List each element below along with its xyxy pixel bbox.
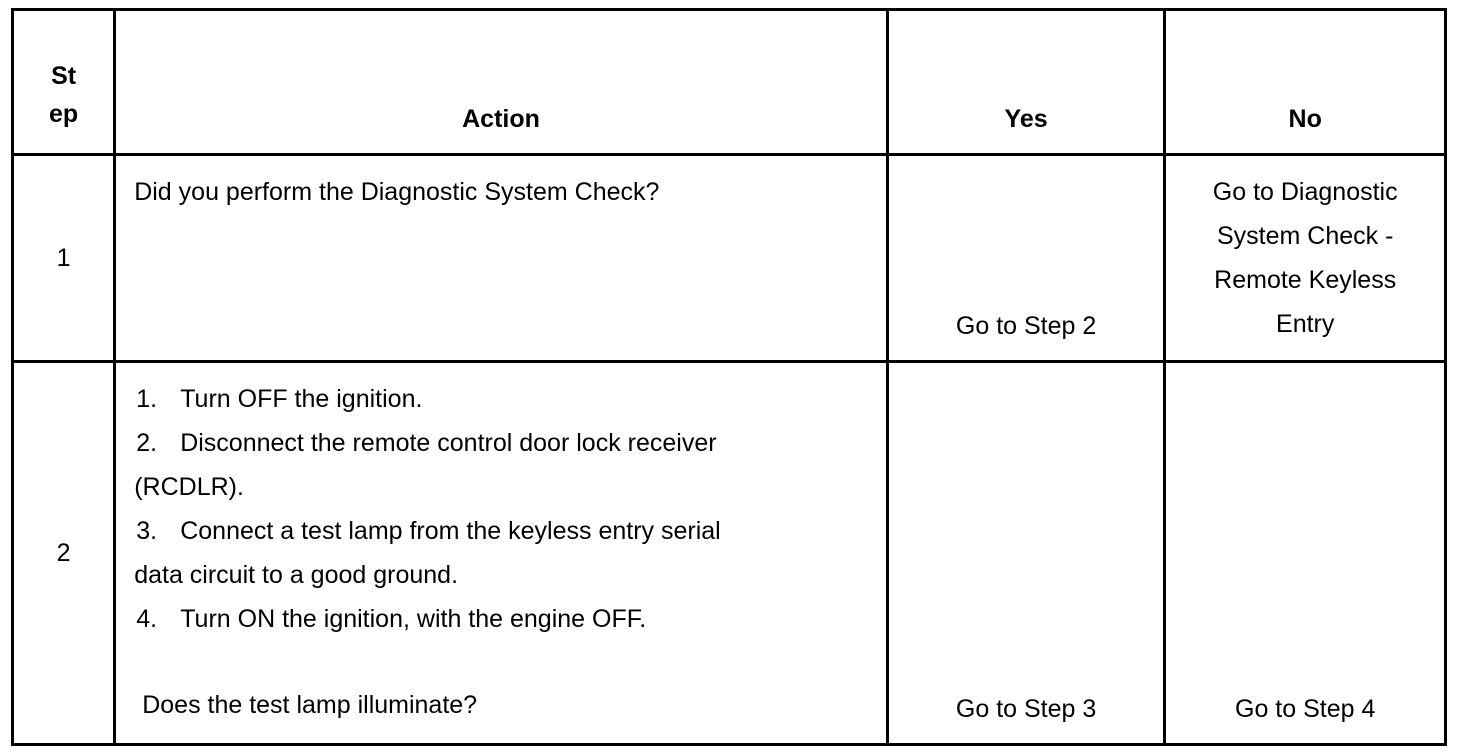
- step-number: 1: [10, 153, 117, 363]
- list-item-text: data circuit to a good ground.: [134, 561, 459, 589]
- yes-cell: Go to Step 2: [885, 153, 1167, 363]
- no-line: System Check -: [1216, 222, 1394, 250]
- action-question: Does the test lamp illuminate?: [142, 691, 478, 719]
- list-item-text: (RCDLR).: [134, 473, 244, 501]
- header-action: Action: [113, 8, 889, 156]
- list-item-number: 3.: [136, 517, 158, 545]
- list-item-text: Turn OFF the ignition.: [180, 385, 423, 413]
- list-item: 4. Turn ON the ignition, with the engine …: [134, 597, 886, 641]
- action-cell: 1. Turn OFF the ignition. 2. Disconnect th…: [113, 360, 889, 746]
- no-line: Entry: [1276, 310, 1335, 338]
- list-item: 2. Disconnect the remote control door loc…: [134, 421, 886, 465]
- no-cell: Go to Diagnostic System Check - Remote K…: [1163, 153, 1447, 363]
- list-item-text: Connect a test lamp from the keyless ent…: [180, 517, 721, 545]
- no-line: Go to Diagnostic: [1212, 178, 1398, 206]
- header-yes: Yes: [885, 8, 1167, 156]
- no-line: Remote Keyless: [1214, 266, 1397, 294]
- list-item-number: 2.: [136, 429, 158, 457]
- header-step-line2: ep: [49, 100, 79, 128]
- list-item: data circuit to a good ground.: [134, 553, 886, 597]
- no-cell: Go to Step 4: [1163, 360, 1447, 746]
- table-row: 2 1. Turn OFF the ignition. 2. Disconnect …: [10, 360, 1447, 746]
- list-item-number: 4.: [136, 605, 158, 633]
- header-row: St ep Action Yes No: [10, 8, 1447, 156]
- action-question: Did you perform the Diagnostic System Ch…: [134, 178, 660, 206]
- action-steps-list: 1. Turn OFF the ignition. 2. Disconnect th…: [134, 377, 886, 641]
- header-no: No: [1163, 8, 1447, 156]
- action-cell: Did you perform the Diagnostic System Ch…: [113, 153, 889, 363]
- list-item: (RCDLR).: [134, 465, 886, 509]
- step-number: 2: [10, 360, 117, 746]
- list-item-text: Disconnect the remote control door lock …: [180, 429, 717, 457]
- list-item-number: 1.: [136, 385, 158, 413]
- yes-cell: Go to Step 3: [885, 360, 1167, 746]
- list-item: 3. Connect a test lamp from the keyless e…: [134, 509, 886, 553]
- list-item: 1. Turn OFF the ignition.: [134, 377, 886, 421]
- table-row: 1 Did you perform the Diagnostic System …: [10, 153, 1447, 363]
- list-item-text: Turn ON the ignition, with the engine OF…: [180, 605, 647, 633]
- header-step-line1: St: [51, 62, 77, 90]
- header-step: St ep: [10, 8, 117, 156]
- diagnostic-table: St ep Action Yes No 1 Did you perform th…: [10, 8, 1447, 746]
